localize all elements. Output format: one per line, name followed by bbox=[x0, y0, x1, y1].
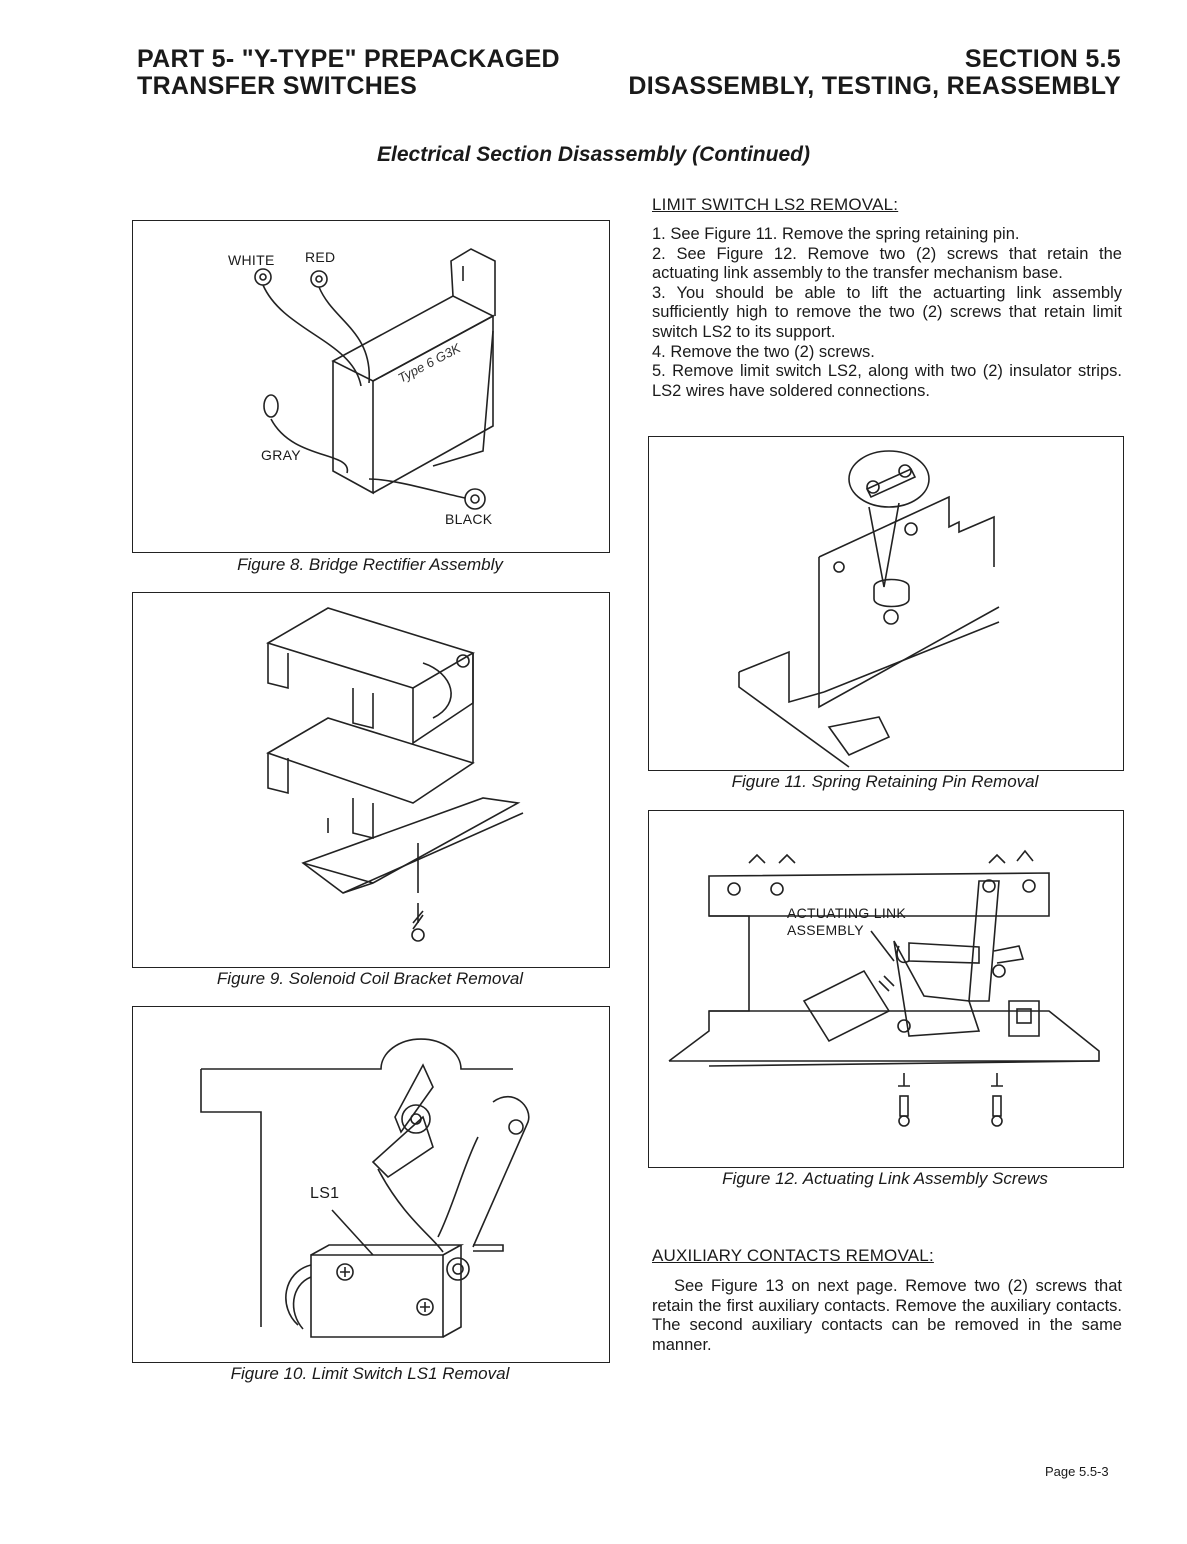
label-assembly: ASSEMBLY bbox=[787, 922, 864, 938]
ls2-steps: 1. See Figure 11. Remove the spring reta… bbox=[652, 225, 1122, 401]
actuating-link-drawing bbox=[668, 849, 1100, 1127]
label-ls1: LS1 bbox=[310, 1185, 340, 1202]
figure-8-bridge-rectifier: Type 6 G3K WHITE RED GRAY BLACK bbox=[132, 220, 610, 553]
header-section-number: SECTION 5.5 bbox=[964, 45, 1121, 73]
figure-11-caption: Figure 11. Spring Retaining Pin Removal bbox=[731, 772, 1039, 791]
label-white: WHITE bbox=[228, 252, 275, 268]
ls2-step-2: 2. See Figure 12. Remove two (2) screws … bbox=[652, 244, 1122, 283]
ls2-step-5: 5. Remove limit switch LS2, along with t… bbox=[652, 362, 1122, 400]
label-gray: GRAY bbox=[261, 447, 301, 463]
figure-8-caption: Figure 8. Bridge Rectifier Assembly bbox=[237, 555, 503, 574]
page-subtitle: Electrical Section Disassembly (Continue… bbox=[377, 143, 810, 166]
bridge-rectifier-drawing: Type 6 G3K bbox=[254, 248, 496, 510]
figure-10-caption: Figure 10. Limit Switch LS1 Removal bbox=[230, 1364, 510, 1383]
aux-section-text: See Figure 13 on next page. Remove two (… bbox=[652, 1277, 1122, 1354]
figure-9-caption: Figure 9. Solenoid Coil Bracket Removal bbox=[216, 969, 524, 988]
ls2-section-title: LIMIT SWITCH LS2 REMOVAL: bbox=[652, 195, 899, 214]
page-number: Page 5.5-3 bbox=[1045, 1464, 1109, 1479]
header-part-subtitle: TRANSFER SWITCHES bbox=[137, 72, 418, 100]
figure-12-caption: Figure 12. Actuating Link Assembly Screw… bbox=[722, 1169, 1048, 1188]
ls2-step-3: 3. You should be able to lift the actuar… bbox=[652, 283, 1122, 341]
spring-pin-drawing bbox=[738, 450, 1000, 768]
header-section-title: DISASSEMBLY, TESTING, REASSEMBLY bbox=[628, 72, 1121, 100]
figure-9-solenoid-bracket bbox=[132, 592, 610, 968]
header-part-title: PART 5- "Y-TYPE" PREPACKAGED bbox=[137, 45, 560, 73]
ls2-step-1: 1. See Figure 11. Remove the spring reta… bbox=[652, 225, 1020, 243]
aux-section-title: AUXILIARY CONTACTS REMOVAL: bbox=[652, 1246, 934, 1265]
label-black: BLACK bbox=[445, 511, 493, 527]
ls2-step-4: 4. Remove the two (2) screws. bbox=[652, 342, 875, 361]
label-actuating-link: ACTUATING LINK bbox=[787, 905, 907, 921]
label-red: RED bbox=[305, 249, 336, 265]
limit-switch-ls1-drawing bbox=[200, 1038, 530, 1338]
figure-11-spring-pin bbox=[648, 436, 1124, 771]
figure-10-limit-switch-ls1: LS1 bbox=[132, 1006, 610, 1363]
solenoid-bracket-drawing bbox=[266, 607, 524, 942]
figure-12-actuating-link: ACTUATING LINK ASSEMBLY bbox=[648, 810, 1124, 1168]
